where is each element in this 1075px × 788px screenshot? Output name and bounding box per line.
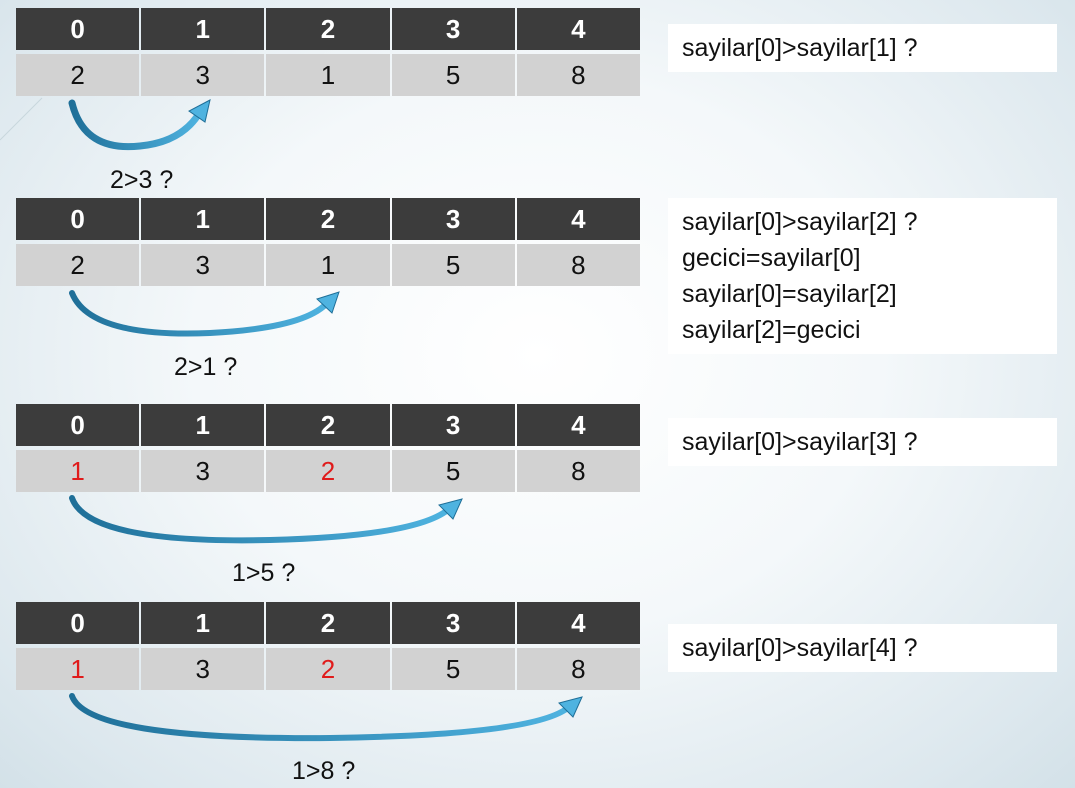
curved-arrow-step-1 [68, 99, 211, 151]
comparison-label: 1>5 ? [232, 559, 296, 587]
index-cell: 1 [141, 198, 265, 240]
comparison-label: 2>3 ? [110, 166, 174, 194]
index-cell: 4 [516, 8, 640, 50]
value-cell: 8 [516, 244, 640, 286]
code-line: sayilar[0]>sayilar[2] ? [682, 208, 918, 236]
value-cell: 2 [16, 54, 140, 96]
index-row: 0 1 2 3 4 [16, 404, 640, 446]
code-note: sayilar[0]>sayilar[1] ? [668, 24, 1057, 72]
index-cell: 0 [16, 198, 140, 240]
comparison-label: 1>8 ? [292, 757, 356, 785]
value-cell: 5 [391, 450, 515, 492]
index-cell: 3 [391, 198, 515, 240]
value-row: 2 3 1 5 8 [16, 244, 640, 286]
code-line: sayilar[0]>sayilar[1] ? [682, 34, 918, 62]
index-row: 0 1 2 3 4 [16, 602, 640, 644]
index-cell: 4 [516, 602, 640, 644]
value-cell: 2 [16, 244, 140, 286]
index-cell: 3 [391, 8, 515, 50]
index-cell: 0 [16, 404, 140, 446]
curved-arrow-step-4 [69, 693, 583, 742]
value-cell: 8 [516, 450, 640, 492]
value-row: 2 3 1 5 8 [16, 54, 640, 96]
value-cell: 1 [266, 244, 390, 286]
value-cell: 3 [141, 648, 265, 690]
array-table: 0 1 2 3 4 1 3 2 5 8 [14, 602, 642, 690]
value-cell-swapped: 1 [16, 450, 140, 492]
value-cell: 1 [266, 54, 390, 96]
index-cell: 2 [266, 8, 390, 50]
value-cell-swapped: 1 [16, 648, 140, 690]
value-cell: 5 [391, 54, 515, 96]
index-cell: 2 [266, 198, 390, 240]
index-row: 0 1 2 3 4 [16, 198, 640, 240]
code-line: sayilar[0]=sayilar[2] [682, 280, 897, 308]
value-cell-swapped: 2 [266, 648, 390, 690]
value-cell: 3 [141, 54, 265, 96]
index-cell: 0 [16, 8, 140, 50]
index-cell: 4 [516, 198, 640, 240]
value-cell: 5 [391, 244, 515, 286]
index-cell: 3 [391, 602, 515, 644]
value-cell: 3 [141, 244, 265, 286]
index-cell: 0 [16, 602, 140, 644]
value-row: 1 3 2 5 8 [16, 648, 640, 690]
array-table: 0 1 2 3 4 2 3 1 5 8 [14, 8, 642, 96]
index-cell: 1 [141, 404, 265, 446]
comparison-label: 2>1 ? [174, 353, 238, 381]
value-row: 1 3 2 5 8 [16, 450, 640, 492]
index-cell: 4 [516, 404, 640, 446]
code-line: sayilar[0]>sayilar[4] ? [682, 634, 918, 662]
code-line: sayilar[2]=gecici [682, 316, 861, 344]
index-cell: 3 [391, 404, 515, 446]
index-cell: 1 [141, 602, 265, 644]
array-table: 0 1 2 3 4 1 3 2 5 8 [14, 404, 642, 492]
index-cell: 2 [266, 404, 390, 446]
code-line: gecici=sayilar[0] [682, 244, 861, 272]
value-cell: 3 [141, 450, 265, 492]
code-note: sayilar[0]>sayilar[2] ? gecici=sayilar[0… [668, 198, 1057, 354]
value-cell: 8 [516, 648, 640, 690]
index-cell: 2 [266, 602, 390, 644]
code-note: sayilar[0]>sayilar[3] ? [668, 418, 1057, 466]
array-table: 0 1 2 3 4 2 3 1 5 8 [14, 198, 642, 286]
code-note: sayilar[0]>sayilar[4] ? [668, 624, 1057, 672]
code-line: sayilar[0]>sayilar[3] ? [682, 428, 918, 456]
curved-arrow-step-2 [69, 290, 340, 337]
curved-arrow-step-3 [69, 495, 463, 544]
value-cell: 8 [516, 54, 640, 96]
value-cell-swapped: 2 [266, 450, 390, 492]
index-row: 0 1 2 3 4 [16, 8, 640, 50]
index-cell: 1 [141, 8, 265, 50]
value-cell: 5 [391, 648, 515, 690]
